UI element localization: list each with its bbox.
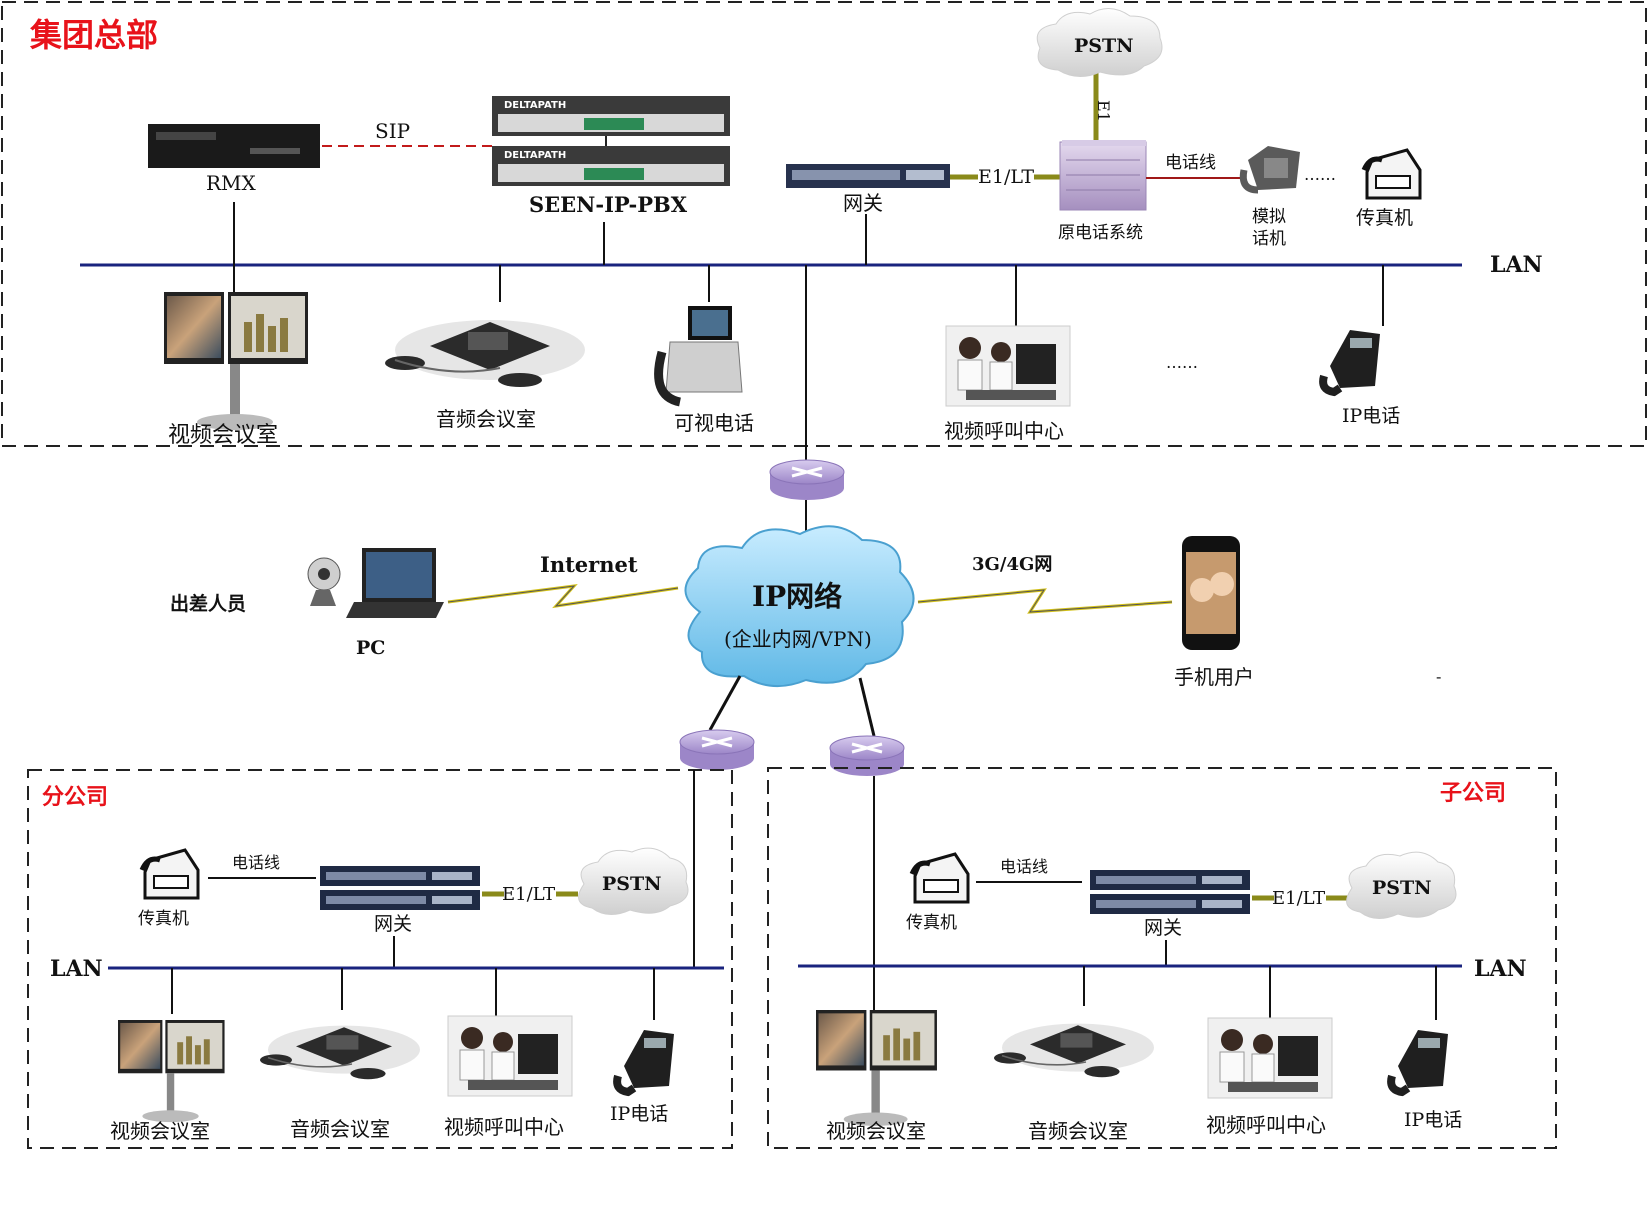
branch-pstn-label: PSTN: [602, 873, 662, 895]
subsidiary-title: 子公司: [1440, 780, 1506, 806]
analog-phone-label-2: 话机: [1252, 229, 1286, 249]
hq-pstn-label: PSTN: [1074, 35, 1134, 57]
branch-fax-label: 传真机: [138, 909, 189, 929]
hq-e1lt-label: E1/LT: [978, 166, 1034, 188]
hq-pstn-cloud: [1036, 8, 1163, 77]
svg-text:DELTAPATH: DELTAPATH: [504, 150, 566, 161]
hq-call-center-label: 视频呼叫中心: [944, 419, 1064, 443]
hq-video-conf-icon: [164, 292, 308, 430]
hq-title: 集团总部: [29, 16, 158, 54]
subsidiary-gateway-label: 网关: [1144, 917, 1182, 939]
mobile-phone-icon: [1182, 536, 1240, 650]
branch-ip-phone-icon: [617, 1030, 674, 1092]
hq-e1-label: E1: [1094, 100, 1113, 122]
legacy-system-label: 原电话系统: [1058, 223, 1143, 243]
branch-video-room-label: 视频会议室: [110, 1119, 210, 1143]
subsidiary-gateway-bottom: [1090, 894, 1250, 914]
hq-video-phone-icon: [654, 306, 743, 407]
hq-fax-label: 传真机: [1356, 207, 1413, 229]
branch-audio-conf-icon: [259, 1024, 421, 1080]
mobile-user-label: 手机用户: [1174, 665, 1254, 689]
subsidiary-call-center-label: 视频呼叫中心: [1206, 1113, 1326, 1137]
subsidiary-fax-icon: [912, 854, 968, 902]
branch-router-icon: [678, 728, 756, 772]
hq-ellipsis: ……: [1166, 353, 1198, 372]
internet-label: Internet: [540, 552, 638, 577]
subsidiary-video-conf-icon: [816, 1010, 937, 1126]
branch-gateway-bottom: [320, 890, 480, 910]
pc-laptop-icon: [307, 548, 444, 618]
subsidiary-gateway-top: [1090, 870, 1250, 890]
branch-call-center-label: 视频呼叫中心: [444, 1115, 564, 1139]
hq-router-icon: [768, 458, 846, 502]
svg-text:DELTAPATH: DELTAPATH: [504, 100, 566, 111]
subsidiary-ip-phone-icon: [1391, 1030, 1448, 1092]
pbx-label: SEEN-IP-PBX: [529, 192, 688, 217]
hq-audio-room-label: 音频会议室: [436, 407, 536, 431]
hq-region-border: [1, 1, 1647, 447]
rmx-device: [148, 124, 320, 168]
pc-label: PC: [356, 637, 385, 659]
traveler-label: 出差人员: [170, 592, 246, 615]
subsidiary-pstn-cloud: [1346, 851, 1457, 919]
subsidiary-ip-phone-label: IP电话: [1404, 1109, 1462, 1131]
stray-dash: -: [1436, 667, 1441, 686]
branch-lan-label: LAN: [50, 956, 103, 982]
branch-region-border: [27, 769, 733, 1149]
branch-title: 分公司: [42, 784, 108, 810]
mobile-net-label: 3G/4G网: [972, 554, 1052, 575]
branch-video-conf-icon: [118, 1020, 225, 1123]
branch-pstn-cloud: [578, 847, 689, 915]
mobile-link: [917, 588, 1173, 614]
subsidiary-router-icon: [828, 734, 906, 778]
subsidiary-video-room-label: 视频会议室: [826, 1119, 926, 1143]
ip-network-sub: (企业内网/VPN): [724, 627, 872, 651]
rmx-label: RMX: [206, 171, 257, 195]
hq-phone-line-label: 电话线: [1165, 153, 1216, 173]
branch-gateway-label: 网关: [374, 913, 412, 935]
subsidiary-pstn-label: PSTN: [1372, 877, 1432, 899]
sip-label: SIP: [375, 119, 410, 143]
internet-link: [447, 584, 679, 609]
legacy-phone-system: [1059, 140, 1147, 211]
pbx-device-top: DELTAPATH: [492, 96, 730, 136]
branch-e1lt-label: E1/LT: [502, 884, 555, 905]
hq-gateway-label: 网关: [843, 191, 883, 215]
hq-video-room-label: 视频会议室: [168, 423, 278, 448]
branch-ip-phone-label: IP电话: [610, 1103, 668, 1125]
hq-lan-label: LAN: [1490, 252, 1543, 278]
hq-video-phone-label: 可视电话: [674, 411, 754, 435]
subsidiary-audio-conf-icon: [993, 1022, 1155, 1078]
branch-fax-icon: [142, 850, 198, 898]
analog-phone-label-1: 模拟: [1252, 207, 1286, 227]
hq-gateway-device: [786, 164, 950, 188]
hq-ip-phone-label: IP电话: [1342, 405, 1400, 427]
analog-phone: [1239, 146, 1300, 194]
hq-fax-icon: [1364, 150, 1420, 198]
pbx-device-bottom: DELTAPATH: [492, 146, 730, 186]
branch-call-center-icon: [447, 1015, 573, 1097]
subsidiary-phone-line-label: 电话线: [1000, 857, 1048, 876]
subsidiary-lan-label: LAN: [1474, 956, 1527, 982]
subsidiary-region-border: [767, 767, 1557, 1149]
hq-ip-phone-icon: [1323, 330, 1380, 392]
subsidiary-e1lt-label: E1/LT: [1272, 888, 1325, 909]
branch-gateway-top: [320, 866, 480, 886]
ip-network-title: IP网络: [752, 580, 842, 613]
subsidiary-call-center-icon: [1207, 1017, 1333, 1099]
hq-audio-conf-icon: [384, 319, 586, 388]
branch-phone-line-label: 电话线: [232, 853, 280, 872]
subsidiary-audio-room-label: 音频会议室: [1028, 1119, 1128, 1143]
branch-audio-room-label: 音频会议室: [290, 1117, 390, 1141]
subsidiary-fax-label: 传真机: [906, 913, 957, 933]
hq-dots-top: ……: [1304, 165, 1336, 184]
hq-call-center-icon: [945, 325, 1071, 407]
